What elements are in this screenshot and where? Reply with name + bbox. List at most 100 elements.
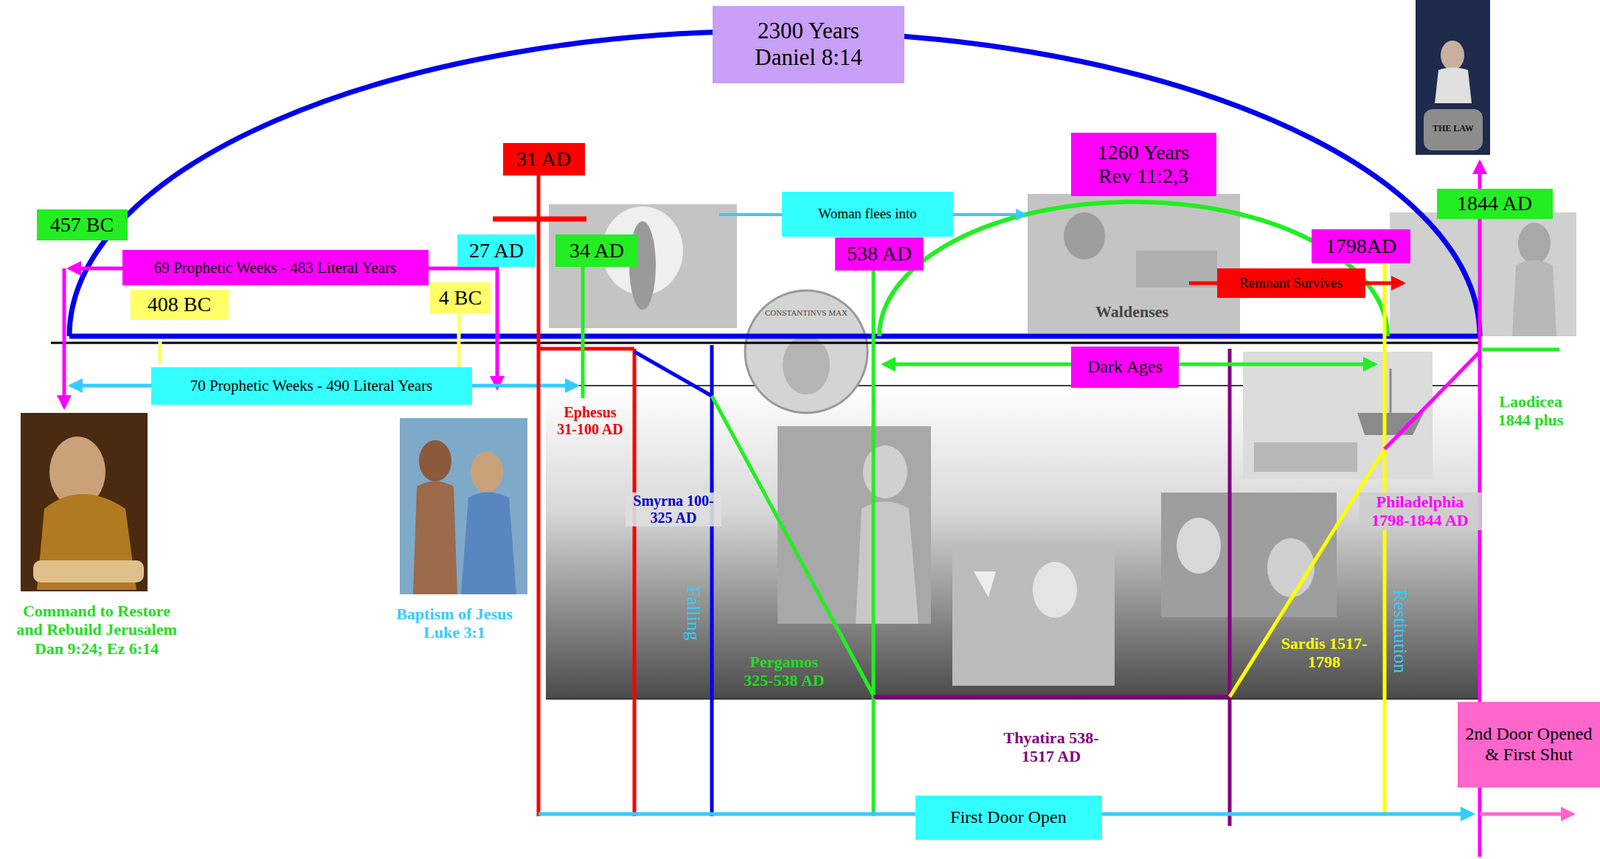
smyrna-line	[634, 351, 712, 397]
philadelphia-line	[1384, 351, 1480, 450]
church-label: Philadelphia 1798-1844 AD	[1359, 492, 1482, 531]
ephesus-line	[538, 347, 635, 352]
picture-ground	[1389, 212, 1577, 337]
date-box: 457 BC	[36, 209, 128, 241]
box-text: 31 AD	[516, 147, 571, 172]
ship-hull	[1357, 413, 1424, 436]
box-text: 1844 AD	[1456, 191, 1533, 216]
church-label: Ephesus 31-100 AD	[556, 404, 624, 439]
picture-caption: Baptism of Jesus Luke 3:1	[384, 604, 525, 643]
period-box: 1260 YearsRev 11:2,3	[1071, 132, 1217, 197]
coin-disc	[745, 290, 868, 414]
1798-line	[1383, 263, 1387, 817]
box-text: 69 Prophetic Weeks - 483 Literal Years	[154, 258, 397, 277]
picture-ground	[952, 543, 1115, 687]
box-text: Woman flees into	[818, 205, 917, 223]
law-picture	[1415, 0, 1491, 155]
box-text: 457 BC	[50, 213, 114, 237]
box-text: Rev 11:2,3	[1098, 164, 1189, 189]
period-box: 69 Prophetic Weeks - 483 Literal Years	[122, 250, 429, 286]
picture-ground	[1161, 492, 1337, 618]
457-bc-arrow	[62, 268, 67, 408]
vertical-label: Restitution	[1389, 589, 1412, 674]
thyatira-line	[1228, 348, 1232, 827]
date-box: 4 BC	[430, 282, 491, 314]
second-door-arrow	[1479, 812, 1573, 817]
sardis-line	[1229, 449, 1385, 698]
picture-text: THE LAW	[1432, 123, 1474, 135]
pioneers-picture	[1389, 212, 1577, 337]
408-bc-tick	[158, 341, 163, 365]
picture-ground	[777, 426, 931, 625]
picture-ground	[1027, 194, 1241, 334]
figure-body	[1512, 260, 1557, 338]
date-box: 31 AD	[503, 143, 585, 176]
figure-head	[1440, 40, 1465, 71]
period-box: Dark Ages	[1071, 346, 1179, 389]
date-box: 408 BC	[130, 289, 229, 321]
date-box: 27 AD	[457, 234, 536, 268]
scroll-picture	[20, 413, 148, 592]
box-text: 4 BC	[438, 286, 482, 310]
figure-body	[855, 501, 919, 625]
church-label: Smyrna 100-325 AD	[625, 492, 722, 527]
church-label: Pergamos 325-538 AD	[734, 652, 835, 691]
box-text: Daniel 8:14	[754, 44, 863, 71]
coin-portrait	[782, 335, 830, 395]
crowd-shape	[1254, 442, 1358, 473]
coin-text: CONSTANTINVS MAX	[764, 308, 848, 318]
church-label: Sardis 1517-1798	[1279, 634, 1369, 673]
figure-head	[1063, 212, 1106, 260]
ephesus-line	[632, 348, 637, 817]
box-text: 408 BC	[147, 292, 211, 317]
box-text: 538 AD	[846, 241, 912, 266]
note-box: Woman flees into	[781, 191, 954, 237]
figure-head	[470, 451, 504, 493]
box-text: 27 AD	[469, 239, 524, 263]
34-ad-line	[581, 267, 585, 399]
vertical-label: Falling	[682, 586, 705, 642]
reformers-picture	[1161, 492, 1337, 618]
figure-head	[1267, 538, 1315, 598]
picture-caption: Command to Restore and Rebuild Jerusalem…	[10, 601, 184, 658]
period-box: 2300 YearsDaniel 8:14	[712, 5, 905, 84]
coin-picture	[745, 290, 868, 414]
box-text: 70 Prophetic Weeks - 490 Literal Years	[190, 376, 434, 395]
ship-picture	[1242, 351, 1433, 480]
box-text: Remnant Survives	[1239, 275, 1343, 292]
figure-body	[413, 481, 458, 596]
box-text: 1798AD	[1325, 234, 1397, 259]
box-text: 2nd Door Opened & First Shut	[1465, 724, 1593, 765]
picture-ground	[399, 418, 528, 595]
angel-picture	[548, 204, 737, 329]
door-box: First Door Open	[915, 795, 1103, 841]
time-axis	[50, 342, 1480, 345]
statue-picture	[777, 426, 931, 625]
law-tablets	[1423, 109, 1483, 151]
picture-ground	[1415, 0, 1491, 155]
1260-years-arc	[879, 202, 1388, 337]
figure-head	[418, 440, 452, 482]
figure-head	[1032, 562, 1077, 619]
figure-head	[1176, 517, 1221, 574]
27-ad-arrow	[495, 267, 500, 389]
period-box: 70 Prophetic Weeks - 490 Literal Years	[151, 367, 473, 405]
box-text: 2300 Years	[757, 17, 860, 45]
figure-body	[461, 492, 517, 596]
ship-mast	[1389, 368, 1392, 414]
date-box: 34 AD	[555, 234, 639, 268]
box-text: 1260 Years	[1097, 140, 1190, 165]
box-text: Dark Ages	[1087, 357, 1163, 378]
baptism-picture	[399, 418, 528, 595]
4-bc-tick	[457, 313, 462, 369]
smyrna-line	[710, 345, 715, 817]
box-text: 34 AD	[569, 239, 625, 263]
picture-ground	[20, 413, 148, 592]
church-label: Laodicea 1844 plus	[1490, 392, 1572, 431]
picture-caption: Waldenses	[1092, 302, 1172, 321]
date-box: 1798AD	[1311, 229, 1411, 264]
2300-years-base	[69, 334, 1480, 340]
door-box: 2nd Door Opened & First Shut	[1457, 702, 1600, 788]
